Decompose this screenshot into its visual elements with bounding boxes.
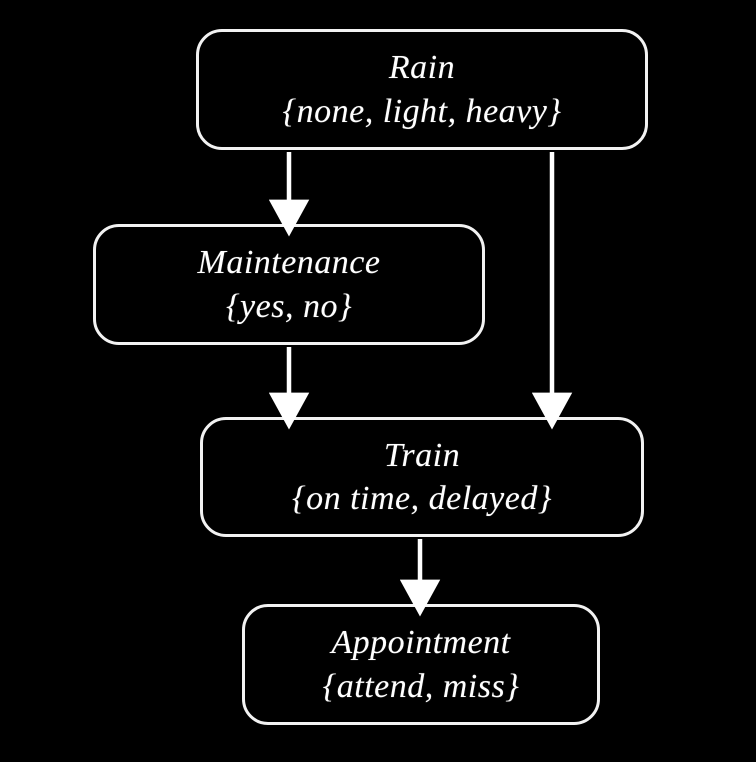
node-train-states: {on time, delayed} [292, 480, 552, 517]
node-rain-label: Rain [388, 49, 456, 87]
node-rain-states: {none, light, heavy} [282, 92, 562, 130]
node-appointment[interactable]: Appointment {attend, miss} [242, 604, 600, 725]
node-train-label: Train [383, 436, 461, 474]
node-rain[interactable]: Rain {none, light, heavy} [196, 29, 648, 150]
node-train[interactable]: Train {on time, delayed} [200, 417, 644, 537]
node-appointment-states: {attend, miss} [322, 667, 520, 705]
node-maintenance-label: Maintenance [197, 244, 381, 282]
node-maintenance-states: {yes, no} [225, 287, 353, 325]
node-appointment-label: Appointment [331, 624, 511, 662]
